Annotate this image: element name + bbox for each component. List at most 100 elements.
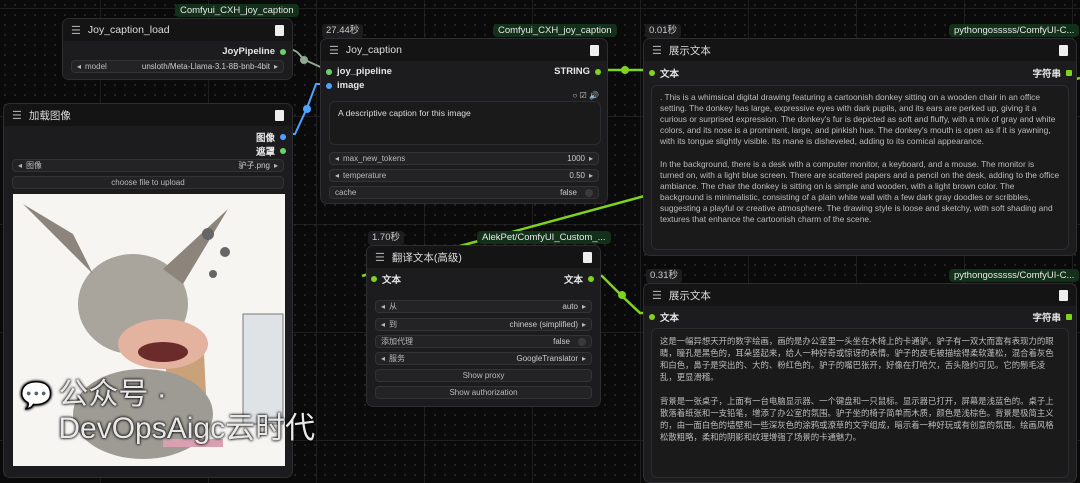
arrow-right-icon[interactable]: ▸: [273, 62, 278, 71]
node-title-bar[interactable]: ☰Joy_caption_load: [63, 19, 292, 41]
show-text-node-2[interactable]: ☰展示文本 文本 字符串 这是一幅异想天开的数字绘画，画的是办公室里一头坐在木椅…: [643, 283, 1077, 483]
toggle-icon[interactable]: [585, 188, 593, 197]
menu-icon[interactable]: ☰: [375, 251, 385, 264]
output-string[interactable]: 字符串: [1032, 310, 1072, 324]
output-string[interactable]: STRING: [554, 66, 601, 77]
textarea-toolbar: ○ ☑ 🔊: [573, 91, 599, 100]
watermark-text: 公众号 · DevOpsAigc云时代: [58, 378, 316, 445]
output-label: STRING: [554, 66, 590, 77]
node-title-bar[interactable]: ☰加载图像: [4, 104, 292, 126]
execution-time: 1.70秒: [368, 231, 404, 245]
menu-icon[interactable]: ☰: [71, 24, 81, 37]
arrow-left-icon[interactable]: ◂: [381, 302, 386, 311]
arrow-left-icon[interactable]: ◂: [381, 320, 386, 329]
link-reroute-dot: [300, 56, 308, 64]
input-text[interactable]: 文本: [371, 272, 401, 286]
speaker-icon[interactable]: 🔊: [589, 91, 599, 100]
output-image[interactable]: 图像: [256, 130, 286, 144]
output-text[interactable]: 文本: [564, 272, 594, 286]
node-source-badge: pythongosssss/ComfyUI-C...: [949, 24, 1080, 37]
text-display[interactable]: 这是一幅异想天开的数字绘画，画的是办公室里一头坐在木椅上的卡通驴。驴子有一双大而…: [651, 328, 1069, 478]
input-label: image: [337, 80, 365, 91]
image-select[interactable]: ◂图像驴子.png▸: [12, 159, 284, 172]
input-dot[interactable]: [326, 68, 332, 75]
output-mask[interactable]: 遮罩: [256, 144, 286, 158]
input-joy-pipeline[interactable]: joy_pipeline: [326, 66, 392, 77]
execution-time: 0.01秒: [645, 24, 681, 38]
arrow-left-icon[interactable]: ◂: [77, 62, 82, 71]
input-dot[interactable]: [371, 276, 377, 282]
node-title-bar[interactable]: ☰翻译文本(高级): [367, 246, 600, 268]
document-icon[interactable]: [590, 44, 599, 56]
widget-value: GoogleTranslator: [516, 354, 578, 363]
output-joypipeline[interactable]: JoyPipeline: [222, 46, 286, 57]
widget-value: 1000: [567, 154, 585, 163]
execution-time: 0.31秒: [646, 269, 682, 283]
arrow-right-icon[interactable]: ▸: [588, 171, 593, 180]
arrow-left-icon[interactable]: ◂: [18, 161, 23, 170]
arrow-left-icon[interactable]: ◂: [381, 354, 386, 363]
arrow-left-icon[interactable]: ◂: [335, 154, 340, 163]
show-authorization-button[interactable]: Show authorization: [375, 386, 592, 399]
joy-caption-node[interactable]: ☰Joy_caption joy_pipeline image STRING ○…: [320, 38, 608, 204]
output-string[interactable]: 字符串: [1032, 66, 1072, 80]
show-proxy-button[interactable]: Show proxy: [375, 369, 592, 382]
document-icon[interactable]: [1059, 44, 1068, 56]
input-dot[interactable]: [326, 82, 332, 89]
output-dot[interactable]: [588, 276, 594, 282]
output-dot[interactable]: [595, 68, 601, 75]
document-icon[interactable]: [583, 251, 592, 263]
widget-value: auto: [562, 302, 578, 311]
arrow-right-icon[interactable]: ▸: [581, 320, 586, 329]
checkbox-icon[interactable]: ☑: [579, 91, 587, 100]
menu-icon[interactable]: ☰: [12, 109, 22, 122]
toggle-icon[interactable]: [578, 337, 586, 346]
node-source-badge: pythongosssss/ComfyUI-C...: [949, 269, 1080, 282]
document-icon[interactable]: [1059, 289, 1068, 301]
arrow-right-icon[interactable]: ▸: [581, 354, 586, 363]
menu-icon[interactable]: ☰: [652, 289, 662, 302]
menu-icon[interactable]: ☰: [329, 44, 339, 57]
output-dot[interactable]: [1066, 314, 1072, 320]
load-image-node[interactable]: ☰加载图像 图像 遮罩 ◂图像驴子.png▸ choose file to up…: [3, 103, 293, 478]
arrow-right-icon[interactable]: ▸: [588, 154, 593, 163]
output-dot[interactable]: [1066, 70, 1072, 76]
input-dot[interactable]: [649, 70, 655, 76]
input-text[interactable]: 文本: [649, 66, 679, 80]
prompt-textarea[interactable]: A descriptive caption for this image: [329, 101, 601, 145]
show-text-node-1[interactable]: ☰展示文本 文本 字符串 . This is a whimsical digit…: [643, 38, 1077, 256]
arrow-right-icon[interactable]: ▸: [581, 302, 586, 311]
text-display[interactable]: . This is a whimsical digital drawing fe…: [651, 85, 1069, 250]
input-text[interactable]: 文本: [649, 310, 679, 324]
widget-label: 添加代理: [381, 337, 413, 346]
node-title-bar[interactable]: ☰展示文本: [644, 39, 1076, 61]
input-image[interactable]: image: [326, 80, 364, 91]
output-dot[interactable]: [280, 134, 286, 140]
document-icon[interactable]: [275, 109, 284, 121]
arrow-right-icon[interactable]: ▸: [273, 161, 278, 170]
node-title-bar[interactable]: ☰展示文本: [644, 284, 1076, 306]
upload-button[interactable]: choose file to upload: [12, 176, 284, 189]
node-title-bar[interactable]: ☰Joy_caption: [321, 39, 607, 61]
output-dot[interactable]: [280, 148, 286, 154]
output-dot[interactable]: [280, 48, 286, 55]
document-icon[interactable]: [275, 24, 284, 36]
output-label: JoyPipeline: [222, 46, 275, 57]
menu-icon[interactable]: ☰: [652, 44, 662, 57]
input-dot[interactable]: [649, 314, 655, 320]
arrow-left-icon[interactable]: ◂: [335, 171, 340, 180]
link-reroute-dot: [618, 291, 626, 299]
node-source-badge: Comfyui_CXH_joy_caption: [175, 4, 299, 17]
watermark: 💬公众号 · DevOpsAigc云时代: [20, 378, 315, 446]
circle-icon[interactable]: ○: [572, 91, 578, 100]
